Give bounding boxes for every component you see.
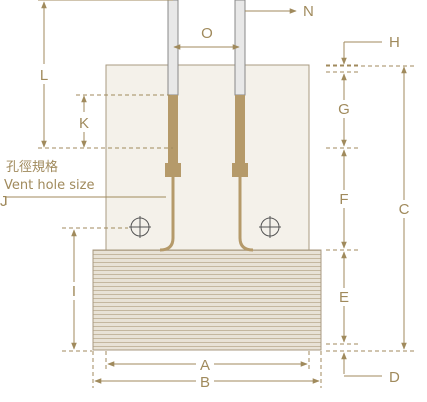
- right-lead-wire: [238, 177, 254, 252]
- heat-sink-fins: [92, 249, 322, 351]
- label-A: A: [200, 357, 210, 374]
- label-J: J: [0, 193, 8, 210]
- label-N: N: [303, 3, 314, 20]
- label-D: D: [389, 369, 400, 386]
- label-F: F: [339, 191, 348, 208]
- left-lead-sleeve: [168, 95, 178, 163]
- label-I: I: [72, 283, 76, 300]
- vent-hole-caption-cn: 孔徑規格: [6, 159, 58, 175]
- label-L: L: [40, 67, 48, 84]
- resistor-body: [92, 64, 322, 351]
- body-upper-housing: [105, 64, 310, 251]
- label-H: H: [389, 34, 400, 51]
- left-lead-crimp: [165, 163, 181, 177]
- crosshair-circle-icon: [129, 216, 151, 238]
- crosshair-circle-icon: [259, 216, 281, 238]
- label-O: O: [201, 25, 213, 42]
- right-lead-crimp: [232, 163, 248, 177]
- leads: [159, 0, 254, 252]
- label-G: G: [338, 101, 350, 118]
- right-lead-sleeve: [235, 95, 245, 163]
- left-lead-wire: [159, 177, 175, 252]
- label-C: C: [399, 201, 410, 218]
- label-K: K: [79, 115, 89, 132]
- label-E: E: [339, 289, 349, 306]
- label-B: B: [200, 374, 210, 391]
- vent-hole-caption-en: Vent hole size: [4, 178, 95, 193]
